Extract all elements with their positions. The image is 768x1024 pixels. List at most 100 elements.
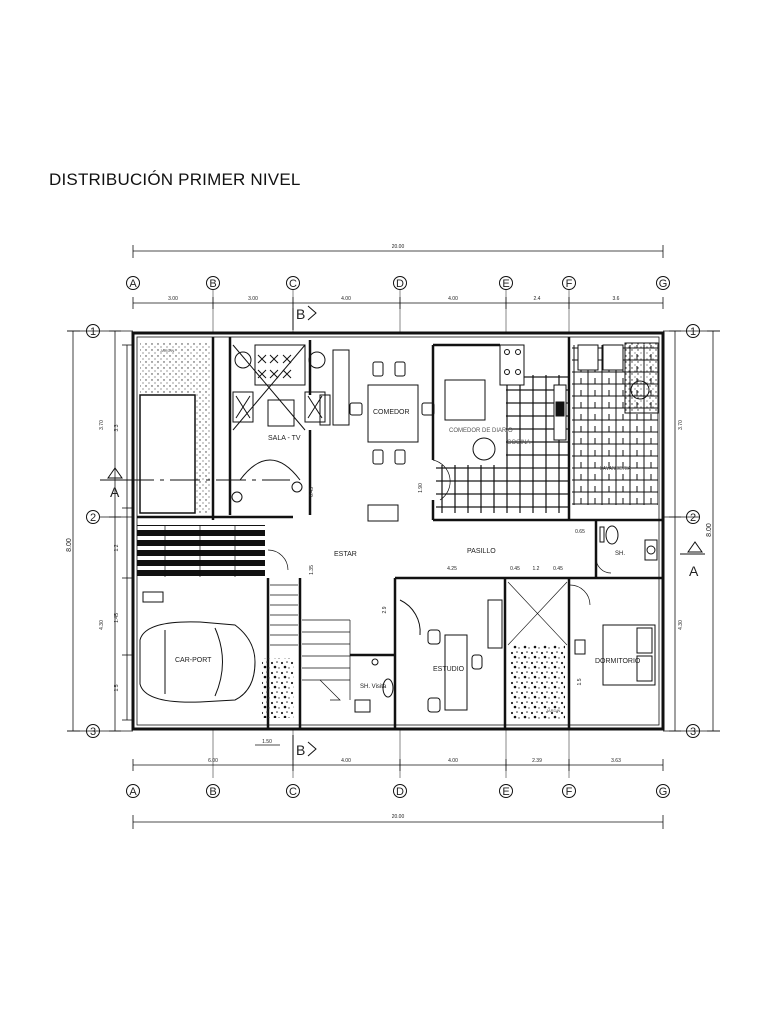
section-a-marker-right — [680, 541, 705, 555]
page-title: DISTRIBUCIÓN PRIMER NIVEL — [49, 170, 301, 189]
right-dimension-lines — [663, 330, 720, 732]
grid-row-2-left: 2 — [90, 512, 96, 524]
overall-depth-left: 8.00 — [66, 538, 73, 552]
jardin-lower-area — [510, 645, 565, 720]
grid-label-f-bottom: F — [566, 786, 573, 798]
grid-columns-top — [126, 276, 670, 290]
grid-row-3-right: 3 — [690, 726, 696, 738]
estudio-furniture — [399, 599, 503, 713]
top-span-2: 3.00 — [248, 296, 258, 302]
interior-dim-1: 4.25 — [447, 566, 457, 572]
dormitorio-label: DORMITORIO — [595, 658, 641, 665]
sh-visita-label: SH. Visita — [360, 684, 387, 690]
bottom-span-5: 3.63 — [611, 758, 621, 764]
jardin-label-2: JARDIN — [546, 708, 561, 713]
grid-label-d-bottom: D — [396, 786, 404, 798]
grid-row-3-left: 3 — [90, 726, 96, 738]
left-dim-2: 3.3 — [114, 424, 120, 431]
section-b-marker-bottom — [292, 735, 317, 760]
sala-label: SALA - TV — [268, 435, 301, 442]
door-swings — [267, 459, 612, 606]
interior-dim-10: 6.45 — [309, 487, 315, 497]
interior-dim-7: 0.65 — [575, 529, 585, 535]
section-b-label-top: B — [296, 306, 305, 322]
dormitorio-furniture — [574, 624, 656, 686]
grid-columns-bottom — [126, 784, 670, 798]
grid-label-a-bottom: A — [129, 786, 137, 798]
grid-label-g-bottom: G — [659, 786, 668, 798]
top-overall-dimension — [132, 245, 664, 258]
interior-dim-8: 1.35 — [309, 565, 315, 575]
interior-walls — [137, 337, 663, 729]
left-dim-3: 1.2 — [114, 544, 120, 551]
bottom-span-1: 6.00 — [208, 758, 218, 764]
jardin-lower-lines — [507, 581, 568, 646]
interior-dim-3: 1.2 — [533, 566, 540, 572]
bottom-span-4: 2.39 — [532, 758, 542, 764]
top-span-dimension-line — [132, 297, 664, 309]
interior-dim-2: 0.45 — [510, 566, 520, 572]
comedor-diario-label: COMEDOR DE DIARIO — [449, 428, 513, 434]
grid-label-c-top: C — [289, 278, 297, 290]
pasillo-label: PASILLO — [467, 548, 496, 555]
top-span-3: 4.00 — [341, 296, 351, 302]
sh-visita-fixtures — [354, 658, 394, 713]
top-span-6: 3.6 — [613, 296, 620, 302]
grid-label-e-bottom: E — [502, 786, 509, 798]
grid-row-2-right: 2 — [690, 512, 696, 524]
interior-dim-9: 1.50 — [262, 739, 272, 745]
grid-label-b-bottom: B — [209, 786, 216, 798]
grid-row-1-right: 1 — [690, 326, 696, 338]
bottom-overall-dimension — [132, 815, 664, 829]
carport-car — [139, 591, 256, 703]
lavanderia-furniture — [577, 342, 659, 414]
grid-label-e-top: E — [502, 278, 509, 290]
right-dim-1: 3.70 — [678, 420, 684, 430]
right-dim-2: 4.30 — [678, 620, 684, 630]
estar-label: ESTAR — [334, 551, 357, 558]
stair-lines — [164, 525, 351, 701]
grid-rows-right — [686, 324, 700, 738]
estar-console — [367, 504, 399, 522]
section-a-marker-left — [100, 467, 124, 481]
left-dim-1: 3.70 — [99, 420, 105, 430]
section-b-marker-top — [292, 305, 317, 330]
section-b-label-bottom: B — [296, 742, 305, 758]
top-span-5: 2.4 — [534, 296, 541, 302]
lavanderia-label: LAVANDERIA — [600, 466, 632, 472]
comedor-label: COMEDOR — [373, 409, 410, 416]
grid-label-f-top: F — [566, 278, 573, 290]
kitchen-furniture — [444, 344, 567, 461]
grid-label-b-top: B — [209, 278, 216, 290]
interior-dim-5: 2.9 — [382, 606, 388, 613]
jardin-label-1: JARDIN — [160, 348, 175, 353]
overall-width-top: 20.00 — [392, 244, 405, 250]
sala-furniture — [231, 344, 326, 503]
sh-label: SH. — [615, 551, 625, 557]
bottom-span-dimension-line — [132, 744, 664, 771]
section-a-label-right: A — [689, 563, 699, 579]
sh-fixtures — [599, 525, 658, 561]
grid-label-a-top: A — [129, 278, 137, 290]
left-dim-5: 1.45 — [114, 613, 120, 623]
interior-dim-4: 0.45 — [553, 566, 563, 572]
bottom-span-3: 4.00 — [448, 758, 458, 764]
comedor-furniture — [319, 349, 435, 465]
grid-label-c-bottom: C — [289, 786, 297, 798]
cocina-label: COCINA — [507, 440, 530, 446]
overall-width-bottom: 20.00 — [392, 814, 405, 820]
top-span-1: 3.00 — [168, 296, 178, 302]
bottom-span-2: 4.00 — [341, 758, 351, 764]
grid-row-1-left: 1 — [90, 326, 96, 338]
interior-dim-11: 1.5 — [577, 678, 583, 685]
plant-planter-left — [262, 658, 294, 718]
carport-label: CAR-PORT — [175, 657, 212, 664]
grid-label-d-top: D — [396, 278, 404, 290]
section-a-label-left: A — [110, 484, 120, 500]
grid-label-g-top: G — [659, 278, 668, 290]
grid-rows-left — [86, 324, 100, 738]
stair-hatch — [137, 525, 265, 577]
overall-depth-right: 8.00 — [706, 523, 713, 537]
left-dim-6: 1.5 — [114, 684, 120, 691]
jardin-planter — [139, 394, 196, 514]
